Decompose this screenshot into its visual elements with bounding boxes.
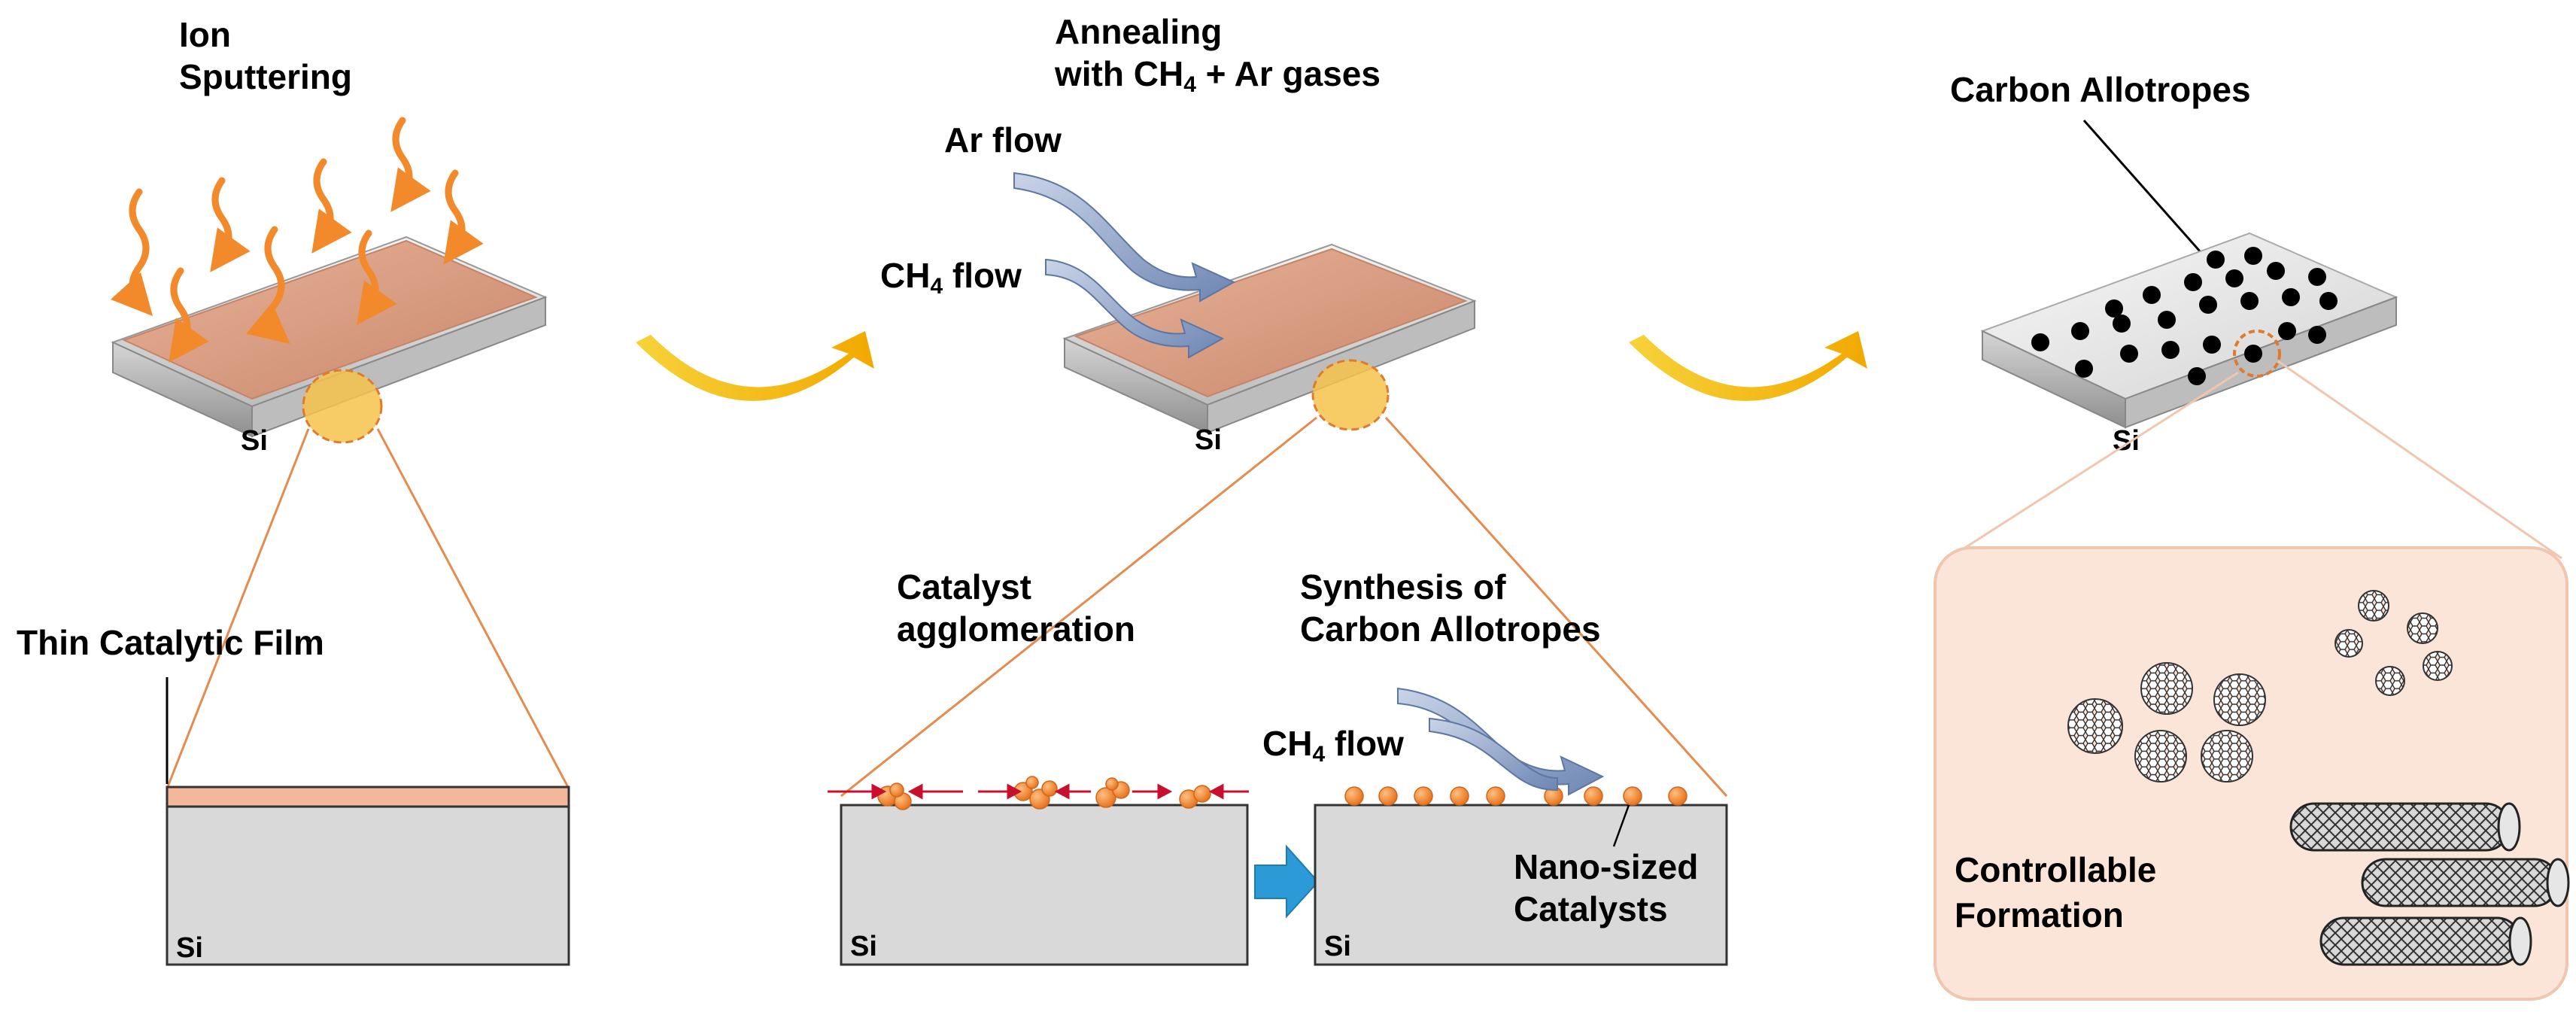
agglomerating-particles: [877, 776, 1211, 810]
nano-sized-catalysts-label: Nano-sized Catalysts: [1514, 847, 1699, 928]
process-arrow-2: [1629, 331, 1867, 401]
synthesis-block-label: Si: [1324, 931, 1351, 962]
panel1-title-line1: Ion: [179, 15, 231, 54]
zoom-line-left-3: [1948, 371, 2239, 560]
panel-ion-sputtering: Ion Sputtering Si Thin Catalytic Film: [17, 15, 570, 966]
nano-catalyst-leader: [1612, 804, 1630, 847]
ar-flow-arrow: [1013, 172, 1236, 302]
panel2-title-line2: with CH4 + Ar gases: [1055, 54, 1381, 97]
panel-carbon-allotropes: Carbon Allotropes Si: [1934, 70, 2570, 1001]
substrate-wafer-2: Si: [1062, 243, 1477, 456]
zoom-line-right-3: [2277, 360, 2562, 560]
gas-flow-arrows: [1013, 172, 1236, 359]
ch4-flow-arrow-2b: [1429, 717, 1558, 792]
allotrope-dots: [2031, 247, 2338, 385]
agglomeration-block-label: Si: [850, 931, 877, 962]
substrate-wafer-3: Si: [1980, 232, 2398, 457]
ch4-flow-label-2: CH4 flow: [1262, 724, 1404, 767]
step-arrow: [1254, 844, 1320, 919]
panel2-title: Annealing with CH4 + Ar gases: [1055, 11, 1381, 97]
sputter-arrows: [110, 117, 484, 363]
panel1-substrate-label: Si: [241, 425, 268, 457]
cross-section-agglomeration: Si: [828, 776, 1249, 966]
ch4-flow-label: CH4 flow: [880, 256, 1022, 299]
synthesis-label: Synthesis of Carbon Allotropes: [1300, 567, 1601, 649]
panel2-substrate-label: Si: [1195, 424, 1222, 456]
carbon-nanotubes: [2289, 802, 2570, 966]
substrate-wafer-1: Si: [111, 236, 548, 457]
ch4-flow-arrow-2a: [1397, 687, 1605, 796]
formation-line1: Controllable: [1955, 850, 2156, 889]
fullerene-clusters: [2067, 590, 2453, 783]
process-arrow-1: [636, 331, 874, 401]
cross-section-1-label: Si: [176, 932, 203, 964]
zoom-circle-1: [302, 369, 383, 444]
panel3-title: Carbon Allotropes: [1950, 70, 2251, 109]
panel-annealing: Si Si: [828, 172, 1728, 966]
zoom-line-left-1: [166, 428, 310, 789]
panel1-title-line2: Sputtering: [179, 57, 352, 96]
ar-flow-label: Ar flow: [944, 120, 1062, 160]
ch4-flow-arrow: [1045, 258, 1225, 359]
panel2-title-line1: Annealing: [1055, 12, 1223, 51]
allotropes-leader-line: [2082, 120, 2202, 253]
nano-catalyst-particles: [1344, 786, 1687, 806]
panel3-substrate-label: Si: [2113, 425, 2140, 457]
zoom-line-left-2: [840, 416, 1317, 798]
catalyst-agglomeration-label: Catalyst agglomeration: [897, 567, 1135, 649]
catalytic-film-layer: [166, 786, 570, 808]
thin-catalytic-film-label: Thin Catalytic Film: [17, 623, 324, 662]
zoom-circle-2: [1311, 359, 1390, 431]
zoom-line-right-1: [376, 428, 570, 789]
compression-arrows: [828, 783, 1249, 800]
thin-film-layer: [122, 239, 538, 400]
cross-section-synthesis: Si: [1314, 687, 1728, 966]
zoom-circle-3: [2233, 330, 2281, 378]
zoom-line-right-2: [1384, 416, 1728, 798]
formation-line2: Formation: [1955, 895, 2124, 935]
cross-section-1: Si: [166, 786, 570, 966]
